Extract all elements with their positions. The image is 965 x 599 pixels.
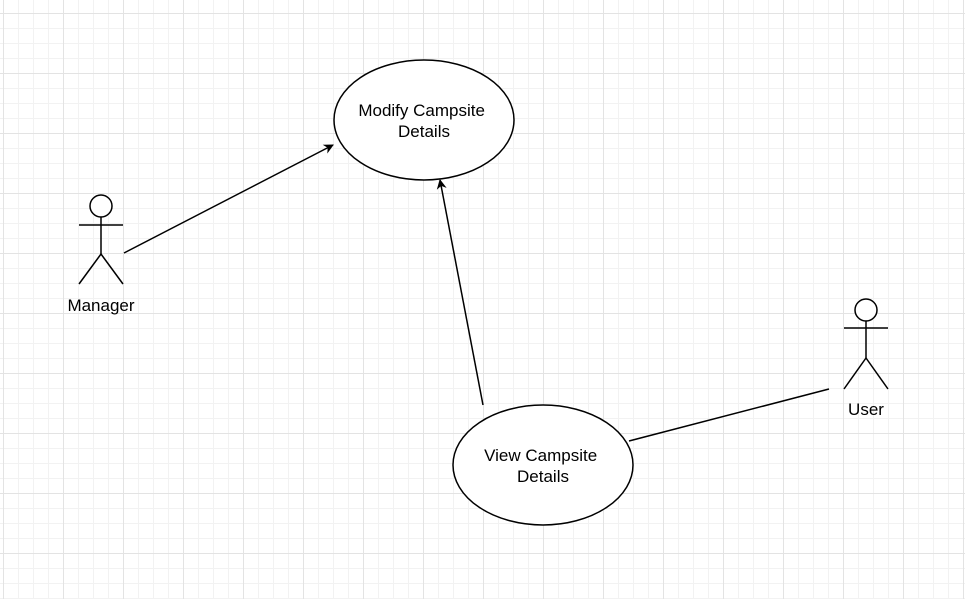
actor-manager[interactable]: Manager xyxy=(67,194,135,315)
stick-figure-icon xyxy=(843,298,889,390)
use-case-view-campsite-details[interactable]: View Campsite Details xyxy=(452,404,634,526)
use-case-label-line2: Details xyxy=(517,467,569,486)
use-case-ellipse xyxy=(333,59,515,181)
use-case-label-line2: Details xyxy=(398,122,450,141)
actor-label: Manager xyxy=(67,296,134,315)
svg-text:View Campsite Details: View Campsite Details xyxy=(484,446,602,486)
use-case-label-line1: Modify Campsite xyxy=(358,101,485,120)
actor-label: User xyxy=(848,400,884,419)
stick-figure-icon xyxy=(78,194,124,285)
use-case-label-line1: View Campsite xyxy=(484,446,597,465)
manager-to-modify-arrow[interactable] xyxy=(123,144,334,254)
use-case-modify-campsite-details[interactable]: Modify Campsite Details xyxy=(333,59,515,181)
use-case-ellipse xyxy=(452,404,634,526)
user-to-view-association[interactable] xyxy=(628,388,830,442)
svg-text:Modify Campsite Detail: Modify Campsite Details xyxy=(358,101,489,141)
view-to-modify-arrow[interactable] xyxy=(436,179,484,406)
actor-user[interactable]: User xyxy=(843,298,889,419)
